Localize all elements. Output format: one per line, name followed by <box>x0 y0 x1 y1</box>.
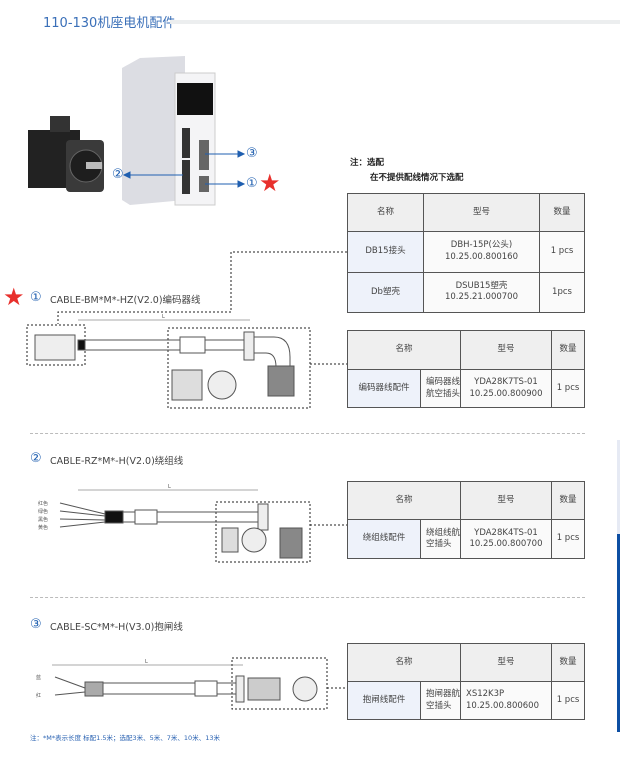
wire-label-red: 红色 <box>38 500 48 507</box>
section-number: ① <box>30 290 42 305</box>
section-title: CABLE-RZ*M*-H(V2.0)绕组线 <box>50 456 184 467</box>
winding-cable-drawing <box>59 489 303 559</box>
callout-arrows <box>122 150 246 188</box>
callout-2: ② <box>112 167 124 182</box>
section-number: ② <box>30 451 42 466</box>
servo-motor-image <box>28 116 104 192</box>
wire-label-blue: 蓝 <box>36 674 41 681</box>
divider <box>30 597 585 598</box>
side-bar-light <box>617 440 620 534</box>
note-line1: 注：选配 <box>350 158 385 168</box>
encoder-cable-drawing <box>34 319 295 401</box>
divider <box>30 433 585 434</box>
wire-label-yellow: 黄色 <box>38 524 48 531</box>
brake-cable-drawing <box>52 664 318 703</box>
servo-drive-image <box>122 56 216 206</box>
title-rule <box>170 20 620 24</box>
note-line2: 在不提供配线情况下选配 <box>370 173 464 183</box>
leader-lines <box>26 251 347 710</box>
side-bar-accent <box>617 534 620 732</box>
brake-wire-labels: 蓝 红 L L <box>36 314 165 699</box>
star-icon: ★ <box>3 283 25 311</box>
length-label: L <box>145 659 148 665</box>
wire-label-red: 红 <box>36 692 41 699</box>
callout-1: ① <box>246 176 258 191</box>
callout-3: ③ <box>246 146 258 161</box>
length-label: L <box>162 314 165 320</box>
star-icon: ★ <box>259 169 281 197</box>
section-title: CABLE-SC*M*-H(V3.0)抱闸线 <box>50 622 183 633</box>
winding-wire-labels: 红色 绿色 黑色 黄色 L <box>38 484 171 531</box>
footer-note: 注：*M*表示长度 标配1.5米；选配3米、5米、7米、10米、13米 <box>30 734 220 742</box>
length-label: L <box>168 484 171 490</box>
wire-label-black: 黑色 <box>38 516 48 523</box>
wire-label-green: 绿色 <box>38 508 48 515</box>
section-number: ③ <box>30 617 42 632</box>
section-title: CABLE-BM*M*-HZ(V2.0)编码器线 <box>50 295 201 306</box>
page-title: 110-130机座电机配件 <box>43 16 176 31</box>
